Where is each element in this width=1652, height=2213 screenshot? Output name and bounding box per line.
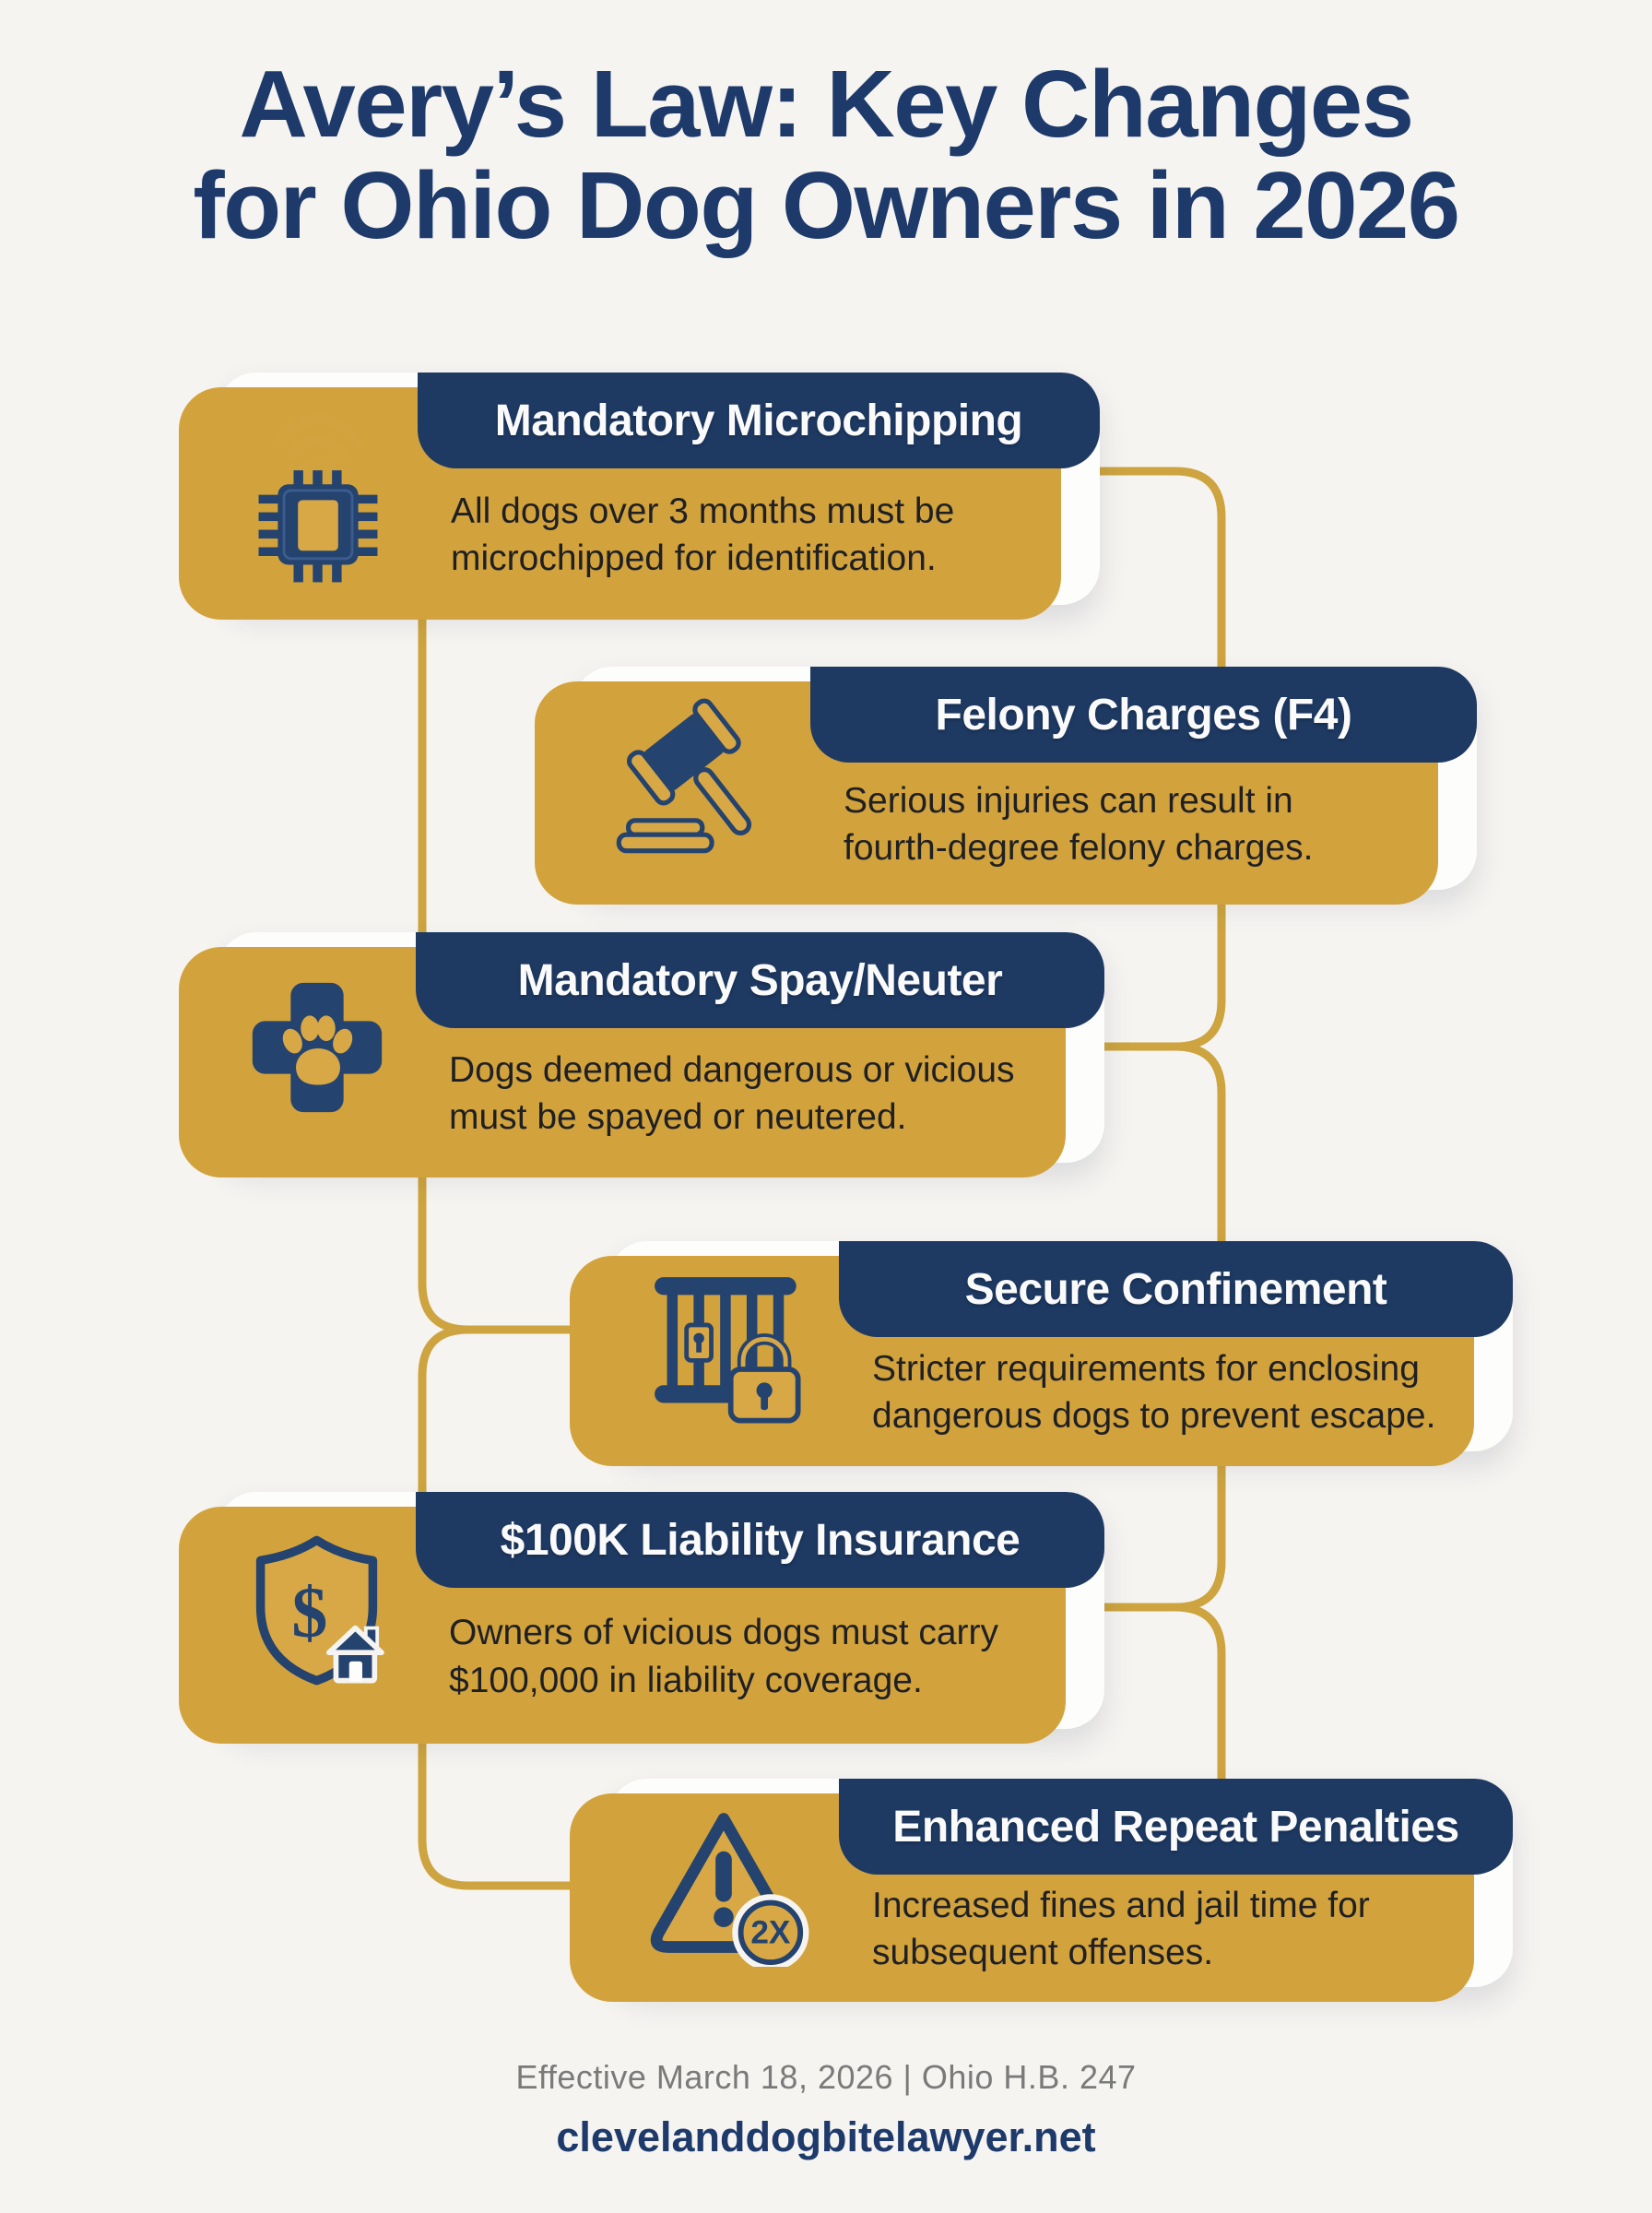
page-title-line1: Avery’s Law: Key Changes [239, 51, 1414, 157]
card-icon-column [608, 1241, 839, 1451]
vet-cross-paw-icon [252, 982, 382, 1113]
microchip-wifi-icon [258, 413, 377, 583]
card-enhanced-repeat-penalties: 2X Enhanced Repeat Penalties Increased f… [608, 1779, 1513, 1987]
card-mandatory-microchipping: Mandatory Microchipping All dogs over 3 … [218, 373, 1100, 605]
card-title-band: Enhanced Repeat Penalties [839, 1779, 1513, 1875]
card-title: $100K Liability Insurance [500, 1515, 1021, 1565]
card-description: Stricter requirements for enclosing dang… [872, 1348, 1436, 1436]
card-icon-column [573, 667, 810, 890]
card-title-band: Secure Confinement [839, 1241, 1513, 1337]
card-secure-confinement: Secure Confinement Stricter requirements… [608, 1241, 1513, 1451]
card-description: All dogs over 3 months must be microchip… [451, 491, 955, 578]
website-url: clevelanddogbitelawyer.net [556, 2113, 1096, 2160]
card-title: Mandatory Microchipping [494, 396, 1023, 445]
warning-2x-icon: 2X [650, 1813, 809, 1967]
2x-badge-label: 2X [750, 1915, 791, 1951]
card-description: Increased fines and jail time for subseq… [872, 1885, 1370, 1972]
card-mandatory-spay-neuter: Mandatory Spay/Neuter Dogs deemed danger… [218, 932, 1104, 1163]
card-title-band: Mandatory Microchipping [418, 373, 1100, 468]
card-icon-column [218, 373, 418, 605]
card-title: Felony Charges (F4) [935, 690, 1352, 740]
card-felony-charges: Felony Charges (F4) Serious injuries can… [573, 667, 1477, 890]
card-icon-column [218, 932, 416, 1163]
shield-dollar-house-icon: $ [255, 1535, 384, 1685]
effective-date-note: Effective March 18, 2026 | Ohio H.B. 247 [515, 2058, 1137, 2096]
card-title: Enhanced Repeat Penalties [892, 1802, 1459, 1852]
page-title-line2: for Ohio Dog Owners in 2026 [193, 152, 1460, 259]
card-title-band: Mandatory Spay/Neuter [416, 932, 1104, 1028]
gavel-icon [616, 698, 751, 854]
card-description: Dogs deemed dangerous or vicious must be… [449, 1049, 1015, 1137]
page-title: Avery’s Law: Key Changes for Ohio Dog Ow… [0, 53, 1652, 256]
card-title: Secure Confinement [964, 1264, 1387, 1314]
card-title-band: Felony Charges (F4) [810, 667, 1477, 763]
dollar-glyph: $ [291, 1572, 327, 1652]
card-icon-column: 2X [608, 1779, 839, 1987]
card-title: Mandatory Spay/Neuter [517, 955, 1003, 1005]
card-liability-insurance: $ $100K Liability Insurance Owners of vi… [218, 1492, 1104, 1729]
card-title-band: $100K Liability Insurance [416, 1492, 1104, 1588]
card-description: Serious injuries can result in fourth-de… [844, 780, 1314, 868]
cage-lock-icon [655, 1277, 801, 1424]
card-description: Owners of vicious dogs must carry $100,0… [449, 1613, 999, 1700]
card-icon-column: $ [218, 1492, 416, 1729]
